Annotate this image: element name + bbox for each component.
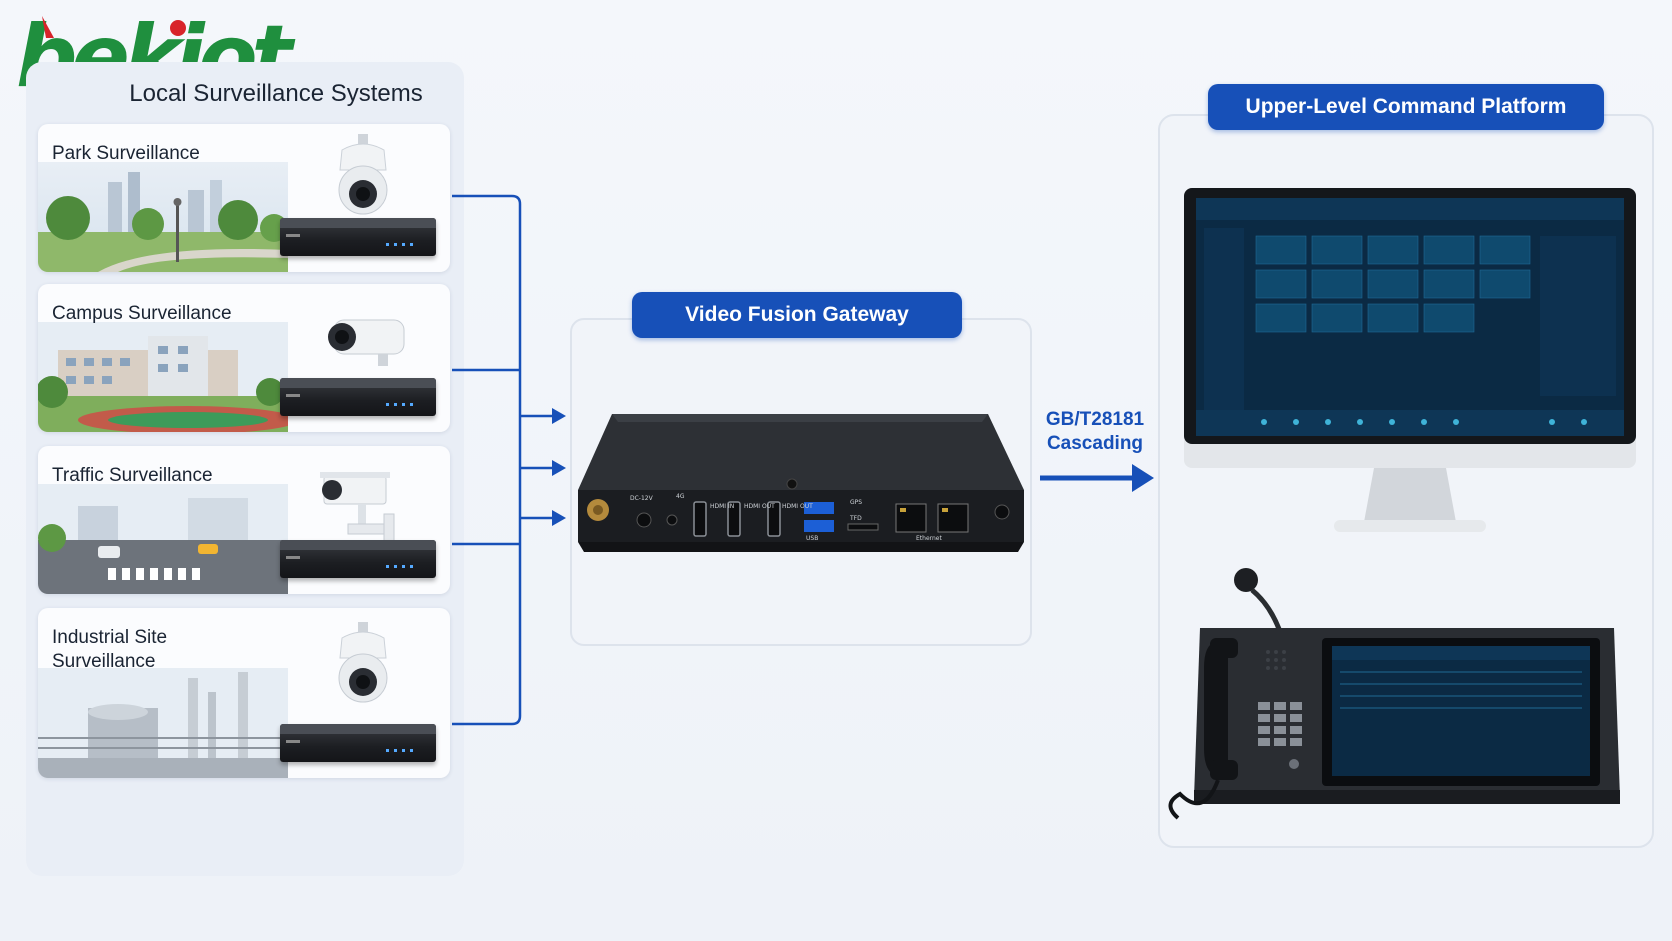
nvr-recorder (280, 540, 436, 578)
nvr-recorder (280, 378, 436, 416)
park-scene-image (38, 162, 288, 272)
card-campus-surveillance: Campus Surveillance (38, 284, 450, 432)
card-industrial-surveillance: Industrial Site Surveillance (38, 608, 450, 778)
port-label: GPS (850, 499, 862, 506)
logo-red-mark (42, 16, 54, 38)
dispatch-console-image (1168, 568, 1620, 820)
gateway-title: Video Fusion Gateway (632, 292, 962, 338)
command-platform-title: Upper-Level Command Platform (1208, 84, 1604, 130)
video-fusion-gateway-device: 4G DC-12V HDMI IN HDMI OUT HDMI OUT GPS … (578, 414, 1024, 552)
port-label: DC-12V (630, 495, 654, 502)
port-label: Ethernet (916, 535, 942, 542)
cascade-label: GB/T28181 Cascading (1030, 408, 1160, 456)
port-label: HDMI OUT (782, 503, 813, 510)
card-label: Park Surveillance (52, 143, 200, 164)
nvr-recorder (280, 724, 436, 762)
card-label: Campus Surveillance (52, 303, 232, 324)
ptz-dome-camera-icon (338, 622, 388, 703)
port-label: HDMI IN (710, 503, 734, 510)
ptz-dome-camera-icon (338, 134, 388, 215)
port-label: TFD (849, 515, 862, 522)
cascade-text: Cascading (1046, 433, 1144, 454)
port-label: USB (806, 535, 818, 542)
bullet-camera-icon (328, 319, 405, 366)
logo-red-dot (170, 20, 186, 36)
card-label: Traffic Surveillance (52, 465, 213, 486)
campus-scene-image (38, 322, 288, 432)
traffic-scene-image (38, 484, 288, 594)
industrial-scene-image (38, 668, 288, 778)
card-park-surveillance: Park Surveillance (38, 124, 450, 272)
desktop-monitor-image (1184, 188, 1636, 532)
box-camera-icon (320, 472, 395, 549)
nvr-recorder (280, 218, 436, 256)
local-surveillance-panel: Local Surveillance Systems Park Surveill… (26, 62, 464, 876)
panel-title: Local Surveillance Systems (129, 80, 423, 107)
card-label: Industrial Site Surveillance (52, 627, 168, 672)
port-label: 4G (676, 493, 685, 500)
cascade-protocol: GB/T28181 (1045, 409, 1145, 430)
port-label: HDMI OUT (744, 503, 775, 510)
cascade-arrow-icon (1132, 464, 1154, 492)
card-traffic-surveillance: Traffic Surveillance (38, 446, 450, 594)
